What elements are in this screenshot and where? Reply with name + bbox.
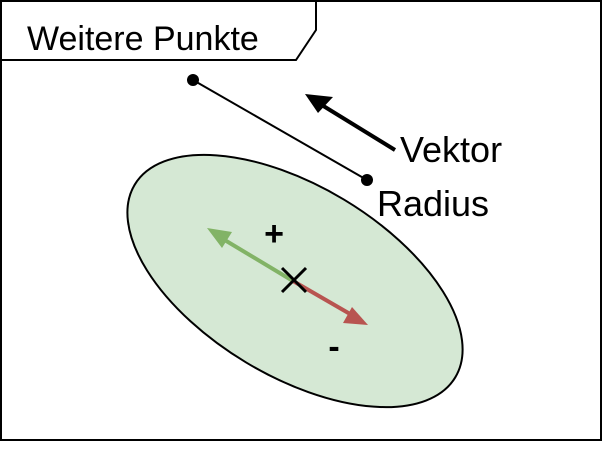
radius-start-dot-icon xyxy=(187,74,199,86)
minus-direction-arrow xyxy=(291,279,359,320)
title-text: Weitere Punkte xyxy=(27,20,259,58)
plus-arrowhead-icon xyxy=(207,228,232,248)
center-cross-icon xyxy=(280,266,308,294)
radius-line xyxy=(192,79,368,181)
minus-arrowhead-icon xyxy=(343,307,368,325)
plus-direction-arrow xyxy=(216,234,295,283)
title-tab xyxy=(0,0,317,61)
vector-arrow xyxy=(310,97,397,152)
radius-label: Radius xyxy=(377,183,489,224)
plus-sign: + xyxy=(264,215,284,253)
vector-arrowhead-icon xyxy=(305,94,333,113)
radius-end-dot-icon xyxy=(361,174,373,186)
vector-label: Vektor xyxy=(400,129,502,170)
minus-sign: - xyxy=(328,328,339,366)
